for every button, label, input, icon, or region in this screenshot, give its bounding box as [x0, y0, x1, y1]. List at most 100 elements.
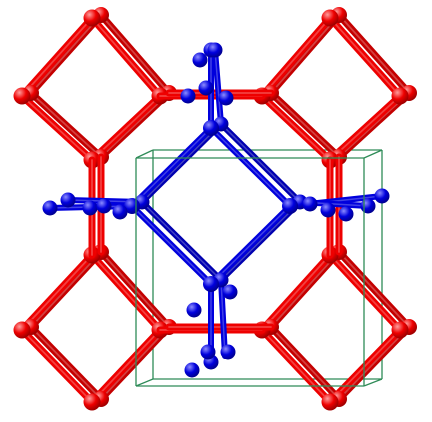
red-bond [326, 251, 404, 334]
red-bond-shine [100, 326, 170, 400]
red-bond-shine [261, 17, 331, 97]
red-bond-shine [270, 251, 340, 328]
red-bond-shine [21, 95, 93, 161]
blue-bond [218, 121, 303, 205]
red-bond-shine [30, 326, 102, 400]
red-bond-shine [91, 17, 161, 97]
red-bond-shine [21, 254, 93, 331]
red-bond [27, 11, 105, 97]
blue-atom [184, 362, 200, 378]
blue-bond [212, 47, 224, 127]
red-bond [335, 323, 413, 403]
blue-atom [112, 204, 128, 220]
blue-atom [180, 88, 196, 104]
blue-atom [302, 196, 318, 212]
red-bond [88, 92, 164, 164]
red-bond-shine [21, 329, 93, 403]
blue-atom [282, 198, 298, 214]
red-bond-shine [329, 95, 401, 161]
blue-atom [218, 90, 234, 106]
blue-atom [42, 200, 58, 216]
red-bond-shine [100, 251, 170, 328]
blue-atom [338, 206, 354, 222]
blue-bond-shine [220, 201, 301, 281]
red-bond [88, 14, 164, 100]
red-bond [27, 323, 105, 403]
red-bond [258, 251, 334, 334]
blue-bond [129, 203, 214, 287]
red-bond-shine [30, 92, 102, 158]
red-bond [258, 14, 334, 100]
red-bond [267, 248, 343, 331]
red-bond [335, 248, 413, 331]
blue-atom [96, 198, 112, 214]
red-bond [335, 11, 413, 97]
blue-bond-shine [210, 127, 291, 207]
blue-bond-shine [131, 205, 212, 285]
blue-bond-shine [214, 49, 222, 125]
blue-bond [129, 125, 214, 209]
blue-bond [218, 199, 303, 283]
blue-atom [320, 202, 336, 218]
blue-bond-shine [220, 123, 301, 203]
red-bond-shine [270, 14, 340, 94]
red-bond-shine [329, 17, 401, 97]
red-bond-shine [30, 251, 102, 328]
red-bond-shine [270, 326, 340, 400]
red-bond-shine [270, 92, 340, 158]
red-bond [258, 326, 334, 406]
blue-atom [192, 52, 208, 68]
unit-cell-edge [363, 378, 383, 387]
red-sublattice [13, 7, 417, 411]
red-atom [83, 393, 101, 411]
red-bond [18, 251, 96, 334]
red-bond [18, 14, 96, 100]
red-bond-shine [261, 95, 331, 161]
red-bond [18, 92, 96, 164]
red-bond-shine [91, 254, 161, 331]
red-bond-shine [91, 329, 161, 403]
red-bond [267, 89, 343, 161]
red-atom [13, 87, 31, 105]
blue-atom [60, 192, 76, 208]
blue-atom [186, 302, 202, 318]
red-bond-shine [30, 14, 102, 94]
blue-bond [139, 199, 224, 283]
blue-bond [218, 277, 228, 359]
red-bond-shine [329, 254, 401, 331]
blue-bond [208, 125, 293, 209]
unit-cell-edge [135, 149, 154, 159]
blue-bond-shine [131, 127, 212, 207]
red-bond [88, 326, 164, 406]
red-atom [321, 393, 339, 411]
blue-bond-shine [210, 205, 291, 285]
blue-atom [203, 276, 219, 292]
blue-bond [139, 121, 224, 205]
red-bond-shine [338, 14, 410, 94]
red-bond [18, 326, 96, 406]
red-bond-shine [100, 14, 170, 94]
blue-bond [208, 203, 293, 287]
red-bond [258, 92, 334, 164]
red-bond [267, 323, 343, 403]
red-atom [391, 87, 409, 105]
unit-cell-front-edges [135, 157, 365, 387]
blue-atom [207, 42, 223, 58]
red-bond [27, 89, 105, 161]
blue-atom [203, 120, 219, 136]
blue-atom [222, 284, 238, 300]
red-atom [83, 9, 101, 27]
red-bond [97, 248, 173, 331]
red-bond-shine [21, 17, 93, 97]
red-bond [97, 323, 173, 403]
red-bond [326, 326, 404, 406]
blue-atom [360, 198, 376, 214]
red-bond-shine [338, 326, 410, 400]
blue-bond-shine [220, 279, 226, 357]
blue-atom [82, 200, 98, 216]
blue-atom [374, 188, 390, 204]
red-bond [88, 251, 164, 334]
red-atom [321, 9, 339, 27]
